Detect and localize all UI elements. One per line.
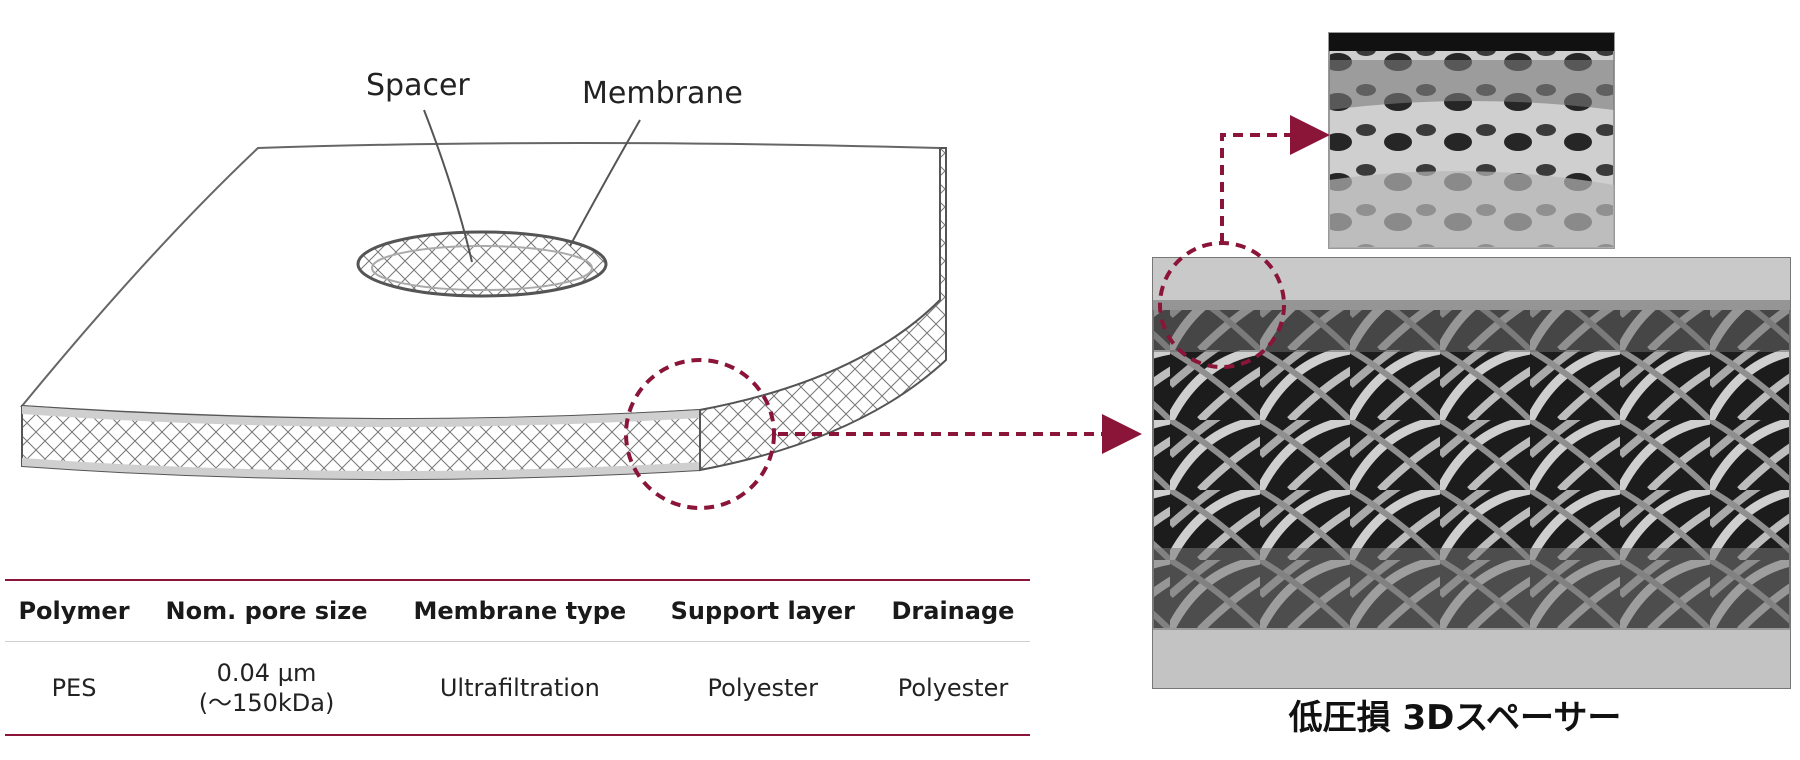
header-pore-size: Nom. pore size (143, 579, 391, 642)
zoom-arrow-to-membrane-photo (1220, 115, 1330, 243)
header-polymer: Polymer (5, 579, 143, 642)
table-row: PES 0.04 µm (～150kDa) Ultrafiltration Po… (5, 641, 1030, 736)
cell-pore-size: 0.04 µm (～150kDa) (143, 641, 391, 736)
spec-table: Polymer Nom. pore size Membrane type Sup… (5, 579, 1030, 736)
spacer-leader-line (423, 109, 473, 263)
cell-drainage: Polyester (875, 641, 1030, 736)
membrane-label: Membrane (582, 76, 743, 111)
cell-membrane-type: Ultrafiltration (390, 641, 650, 736)
spacer-micrograph (1152, 257, 1791, 689)
cell-support-layer: Polyester (649, 641, 876, 736)
membrane-leader-line (569, 119, 641, 247)
sheet-side-edge (699, 147, 947, 472)
spacer-label: Spacer (366, 68, 470, 103)
sheet-zoom-circle (624, 358, 776, 510)
cutaway-window (356, 230, 608, 298)
membrane-sheet-illustration (19, 142, 947, 481)
header-support-layer: Support layer (649, 579, 876, 642)
membrane-micrograph (1328, 32, 1615, 249)
spec-table-header-row: Polymer Nom. pore size Membrane type Sup… (5, 579, 1030, 642)
pore-size-value: 0.04 µm (216, 659, 317, 687)
cell-polymer: PES (5, 641, 143, 736)
header-drainage: Drainage (875, 579, 1030, 642)
pore-size-cutoff: (～150kDa) (198, 689, 335, 717)
spacer-photo-caption: 低圧損 3Dスペーサー (1288, 698, 1622, 738)
header-membrane-type: Membrane type (390, 579, 650, 642)
